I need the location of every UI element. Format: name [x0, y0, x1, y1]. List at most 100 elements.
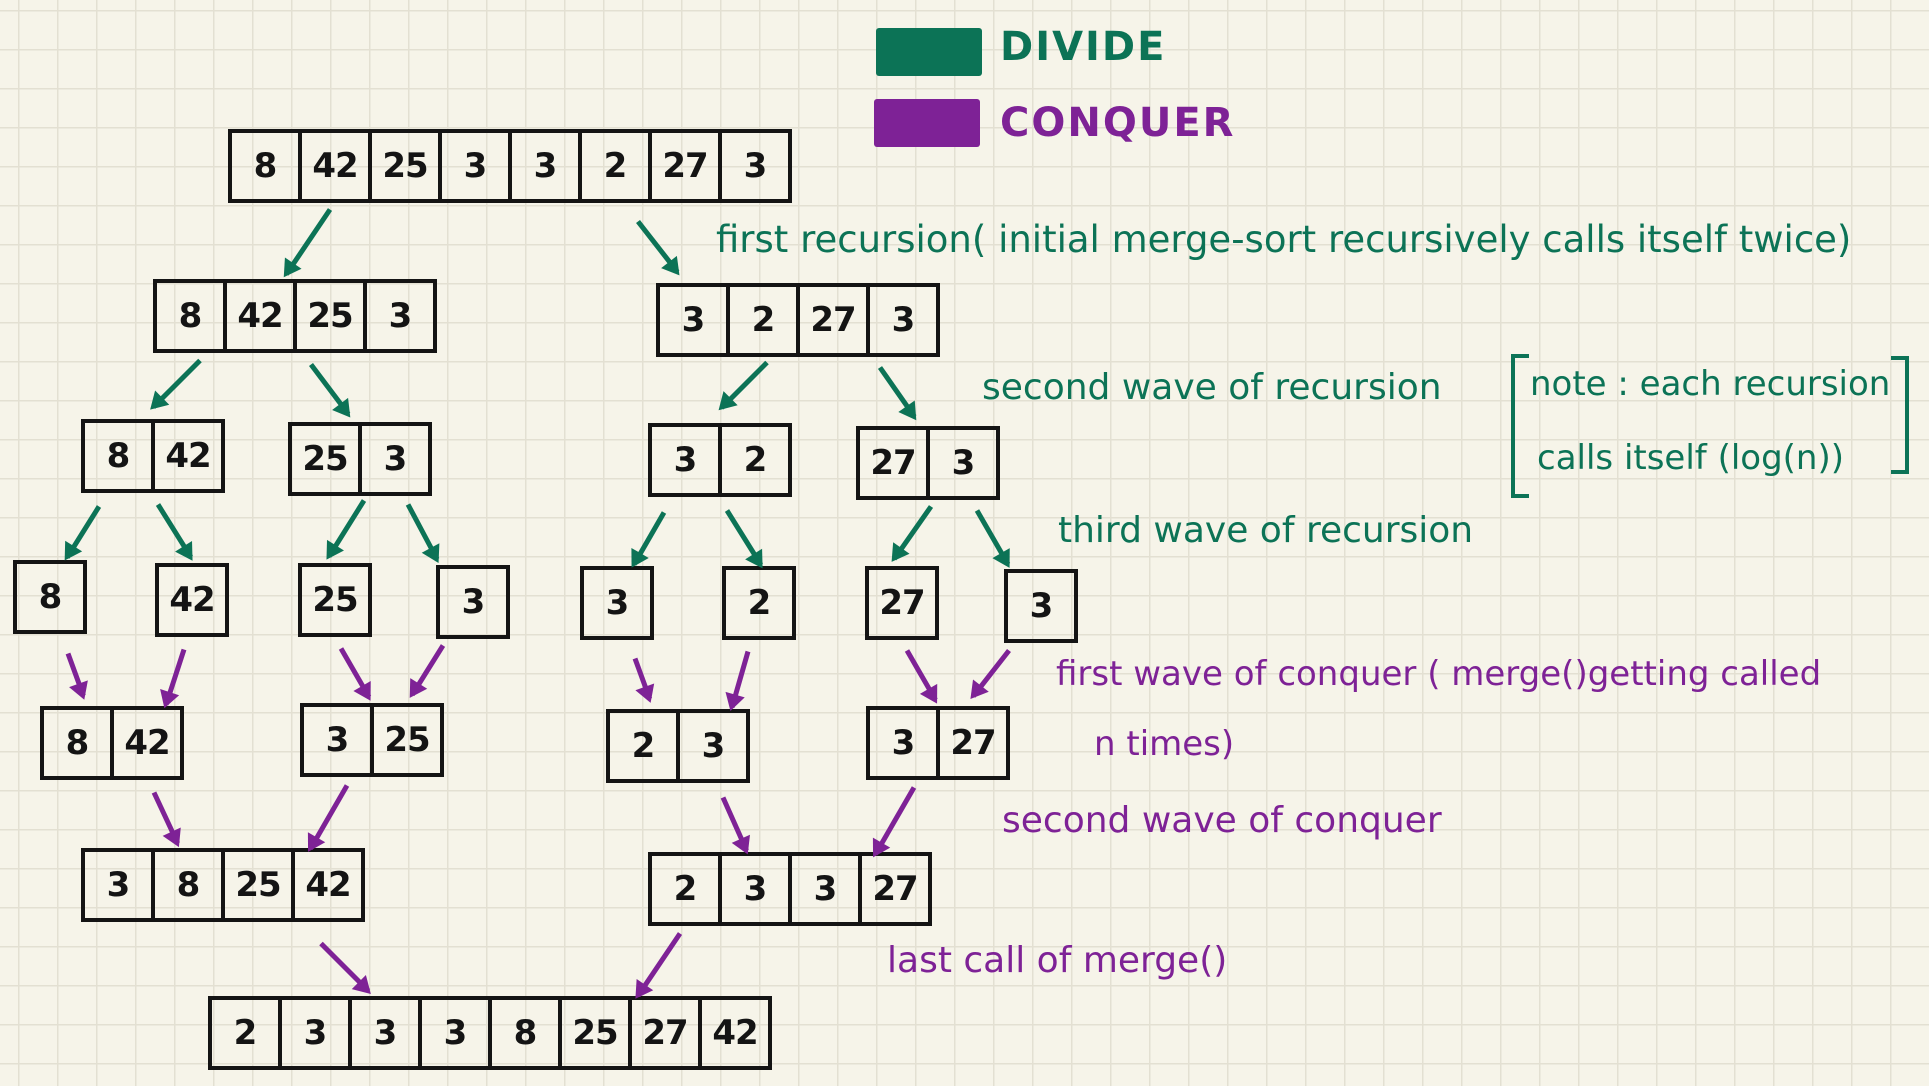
conquer-arrow — [635, 932, 683, 998]
divide-arrow — [405, 503, 440, 561]
conquer-legend-label: CONQUER — [1000, 100, 1236, 146]
divide-arrow — [892, 505, 934, 561]
divide-arrow — [877, 366, 917, 419]
divide-arrow — [155, 503, 193, 559]
recursion-note-line-2: calls itself (log(n)) — [1537, 438, 1845, 478]
conquer-arrow — [904, 649, 938, 702]
array-cell: 27 — [860, 430, 930, 496]
array-cell: 42 — [305, 865, 351, 905]
array-cell: 8 — [492, 1000, 562, 1066]
note-bracket-right — [1891, 356, 1909, 474]
array-cell: 25 — [225, 852, 295, 918]
third-wave-recursion-note: third wave of recursion — [1058, 510, 1474, 551]
array-cell: 27 — [879, 583, 925, 623]
array-cell: 3 — [512, 133, 582, 199]
divide-arrow — [631, 511, 667, 566]
array-cell: 3 — [870, 710, 940, 776]
conquer-arrow — [720, 796, 749, 852]
leaf-array-5: 3 — [580, 566, 654, 640]
divide-2-array-b: 25 3 — [288, 422, 432, 496]
leaf-array-2: 42 — [155, 563, 229, 637]
array-cell: 3 — [1029, 586, 1054, 626]
array-cell: 3 — [282, 1000, 352, 1066]
array-cell: 42 — [169, 580, 215, 620]
array-cell: 2 — [610, 713, 680, 779]
leaf-array-3: 25 — [298, 563, 372, 637]
array-cell: 3 — [388, 296, 413, 336]
array-cell: 27 — [950, 723, 996, 763]
array-cell: 8 — [85, 423, 155, 489]
divide-arrow — [326, 499, 367, 558]
array-cell: 3 — [422, 1000, 492, 1066]
array-cell: 2 — [743, 440, 768, 480]
array-cell: 27 — [632, 1000, 702, 1066]
array-cell: 25 — [297, 283, 367, 349]
array-cell: 8 — [157, 283, 227, 349]
conquer-arrow — [151, 791, 180, 845]
array-cell: 25 — [384, 720, 430, 760]
array-cell: 8 — [232, 133, 302, 199]
array-cell: 3 — [383, 439, 408, 479]
array-cell: 3 — [652, 427, 722, 493]
divide-legend-label: DIVIDE — [1000, 24, 1167, 70]
conquer-arrow — [873, 786, 917, 856]
conquer-arrow — [729, 650, 751, 708]
divide-arrow — [151, 358, 202, 409]
array-cell: 2 — [730, 287, 800, 353]
array-cell: 27 — [872, 869, 918, 909]
divide-arrow — [974, 509, 1011, 566]
conquer-arrow — [410, 644, 446, 697]
conquer-arrow — [338, 647, 372, 699]
array-cell: 3 — [352, 1000, 422, 1066]
array-cell: 2 — [652, 856, 722, 922]
divide-arrow — [309, 362, 351, 416]
divide-arrow — [636, 219, 680, 274]
first-recursion-note: first recursion( initial merge-sort recu… — [716, 218, 1852, 261]
array-cell: 25 — [562, 1000, 632, 1066]
array-cell: 3 — [743, 146, 768, 186]
leaf-array-7: 27 — [865, 566, 939, 640]
array-cell: 3 — [891, 300, 916, 340]
array-cell: 3 — [605, 583, 630, 623]
array-cell: 27 — [652, 133, 722, 199]
array-cell: 3 — [85, 852, 155, 918]
divide-arrow — [719, 360, 769, 410]
conquer-arrow — [632, 657, 653, 700]
array-cell: 2 — [212, 1000, 282, 1066]
conquer-arrow — [65, 652, 86, 697]
array-cell: 25 — [292, 426, 362, 492]
note-bracket-left — [1511, 354, 1529, 498]
array-cell: 8 — [155, 852, 225, 918]
array-cell: 42 — [712, 1013, 758, 1053]
divide-arrow — [284, 208, 333, 276]
recursion-note-line-1: note : each recursion — [1530, 364, 1891, 404]
conquer-legend-swatch — [874, 99, 980, 147]
first-wave-conquer-note-line-2: n times) — [1094, 724, 1235, 764]
array-cell: 8 — [38, 577, 63, 617]
leaf-array-8: 3 — [1004, 569, 1078, 643]
last-merge-call-note: last call of merge() — [887, 940, 1228, 981]
array-cell: 3 — [722, 856, 792, 922]
conquer-arrow — [163, 648, 187, 706]
divide-arrow — [65, 505, 102, 559]
array-cell: 27 — [800, 287, 870, 353]
leaf-array-4: 3 — [436, 565, 510, 639]
conquer-arrow — [308, 784, 350, 850]
array-cell: 42 — [302, 133, 372, 199]
divide-arrow — [724, 509, 764, 567]
first-wave-conquer-note-line-1: first wave of conquer ( merge()getting c… — [1056, 654, 1822, 694]
conquer-arrow — [319, 941, 371, 993]
array-cell: 2 — [582, 133, 652, 199]
array-cell: 3 — [461, 582, 486, 622]
